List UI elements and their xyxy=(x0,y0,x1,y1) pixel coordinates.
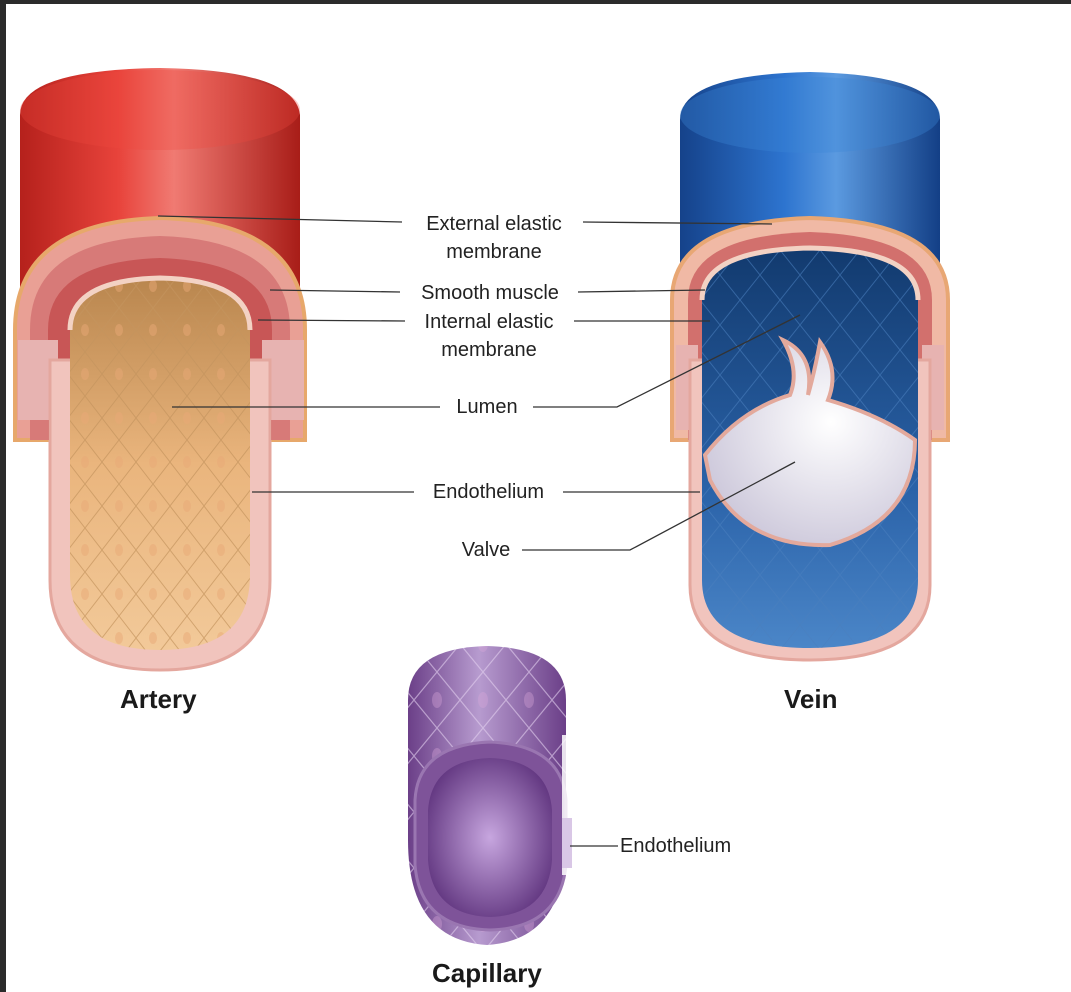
label-capillary-endothelium: Endothelium xyxy=(620,832,760,860)
label-external-elastic-line1: External elastic xyxy=(404,210,584,238)
label-external-elastic-line2: membrane xyxy=(404,238,584,266)
label-valve: Valve xyxy=(452,536,520,564)
label-external-elastic-membrane: External elastic membrane xyxy=(404,210,584,266)
label-internal-elastic-line1: Internal elastic xyxy=(404,308,574,336)
title-capillary: Capillary xyxy=(432,958,542,989)
label-smooth-muscle: Smooth muscle xyxy=(402,279,578,307)
vein-vessel xyxy=(672,72,948,660)
artery-vessel xyxy=(15,68,305,670)
label-endothelium: Endothelium xyxy=(416,478,561,506)
title-artery: Artery xyxy=(120,684,197,715)
label-lumen: Lumen xyxy=(444,393,530,421)
label-internal-elastic-line2: membrane xyxy=(404,336,574,364)
capillary-lumen xyxy=(428,758,552,917)
capillary-vessel xyxy=(408,646,574,945)
label-internal-elastic-membrane: Internal elastic membrane xyxy=(404,308,574,364)
title-vein: Vein xyxy=(784,684,837,715)
